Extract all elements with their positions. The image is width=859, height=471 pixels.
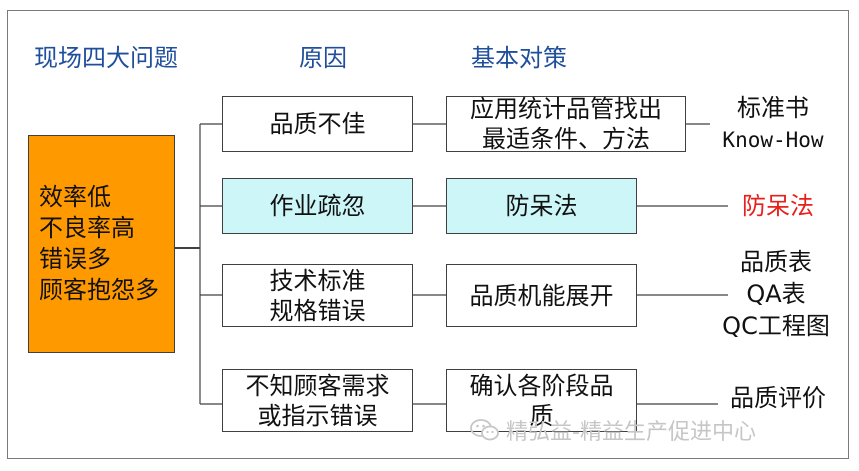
result-line: 品质评价: [730, 384, 826, 412]
measure-box-stage-check: 确认各阶段品 质: [446, 369, 637, 432]
cause-box-spec-error: 技术标准 规格错误: [222, 264, 413, 327]
header-problems: 现场四大问题: [34, 44, 178, 72]
problem-item: 效率低: [39, 183, 111, 211]
cause-label-line2: 或指示错误: [257, 401, 378, 430]
result-line: Know-How: [722, 128, 824, 152]
cause-label: 品质不佳: [269, 110, 366, 138]
result-line: 品质表: [740, 248, 812, 276]
result-line: QC工程图: [722, 312, 830, 340]
measure-box-statistics: 应用统计品管找出 最适条件、方法: [446, 95, 686, 153]
cause-label-line1: 技术标准: [269, 266, 366, 295]
measure-box-qfd: 品质机能展开: [446, 264, 637, 327]
result-line: 标准书: [737, 94, 809, 122]
watermark: 精弘益-精益生产促进中心: [470, 414, 756, 446]
cause-box-quality: 品质不佳: [222, 96, 413, 152]
measure-label-line1: 确认各阶段品: [469, 371, 614, 400]
problem-item: 错误多: [39, 245, 111, 273]
result-quality-eval: 品质评价: [718, 382, 838, 414]
measure-label-line2: 质: [529, 401, 554, 430]
problem-item: 不良率高: [39, 214, 135, 242]
wechat-icon: [470, 419, 499, 441]
result-line: QA表: [746, 280, 806, 308]
cause-box-customer-needs: 不知顾客需求 或指示错误: [222, 369, 413, 432]
result-poka-yoke: 防呆法: [730, 190, 826, 222]
measure-label-line1: 应用统计品管找出: [470, 95, 662, 123]
measure-label-line2: 最适条件、方法: [482, 125, 650, 153]
header-countermeasures: 基本对策: [471, 44, 567, 72]
measure-box-poka-yoke: 防呆法: [446, 178, 637, 234]
result-line: 防呆法: [742, 192, 814, 220]
watermark-text: 精弘益-精益生产促进中心: [506, 420, 756, 445]
cause-label: 作业疏忽: [269, 192, 366, 220]
problem-item: 顾客抱怨多: [39, 276, 159, 304]
cause-box-negligence: 作业疏忽: [222, 178, 413, 234]
measure-label: 品质机能展开: [469, 281, 614, 310]
measure-label: 防呆法: [505, 192, 578, 220]
problems-box: 效率低 不良率高 错误多 顾客抱怨多: [28, 135, 175, 353]
result-standards: 标准书 Know-How: [710, 92, 836, 156]
cause-label-line1: 不知顾客需求: [245, 371, 390, 400]
cause-label-line2: 规格错误: [269, 296, 366, 325]
header-causes: 原因: [299, 44, 347, 72]
result-quality-tables: 品质表 QA表 QC工程图: [716, 246, 836, 342]
